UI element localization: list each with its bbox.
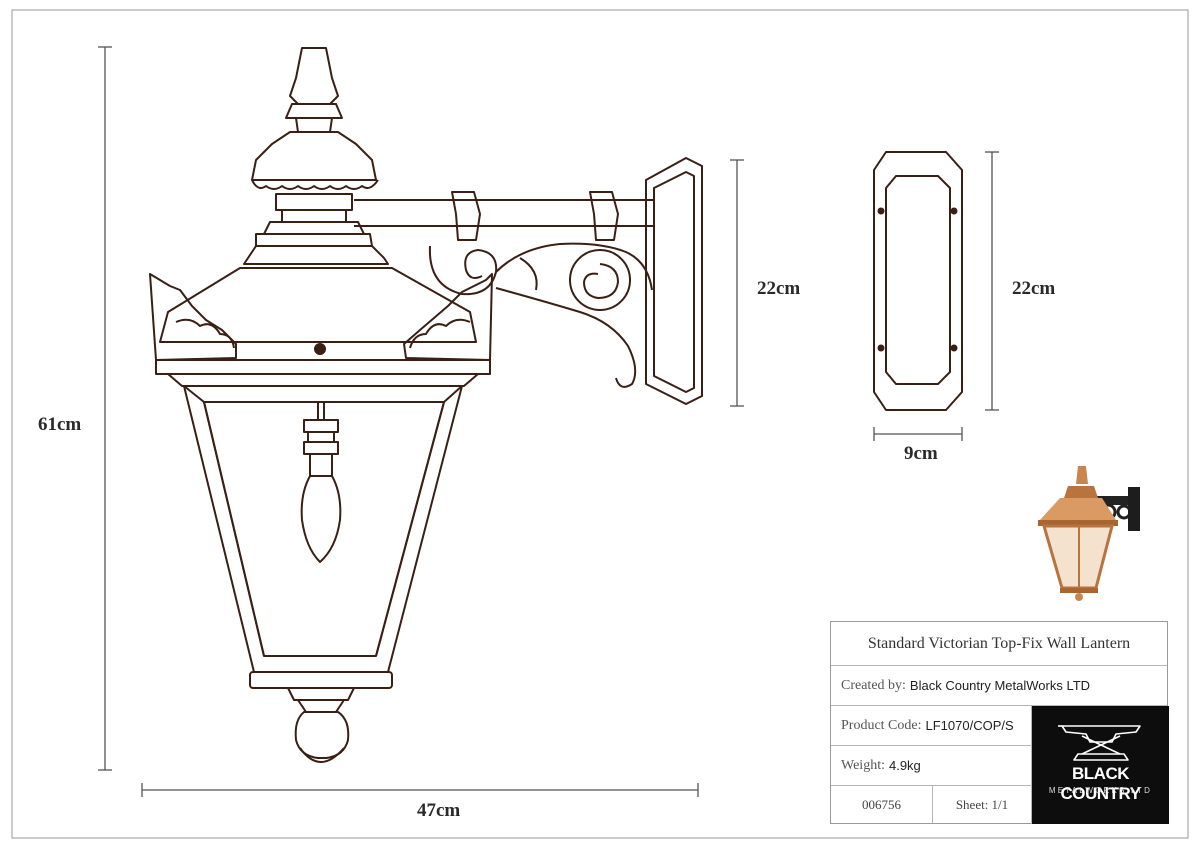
created-by-row: Created by: Black Country MetalWorks LTD <box>831 666 1167 706</box>
dimension-lines <box>98 46 999 797</box>
title-block: Standard Victorian Top-Fix Wall Lantern … <box>830 621 1169 824</box>
sheet-number: Sheet: 1/1 <box>955 796 1009 812</box>
bracket-height-dimension-label: 22cm <box>757 278 801 299</box>
plate-height-dimension-label: 22cm <box>1012 278 1056 299</box>
product-code-label: Product Code: <box>841 717 922 733</box>
logo-name: BLACK COUNTRY <box>1060 764 1141 803</box>
anvil-icon <box>1058 725 1141 761</box>
weight-row: Weight: 4.9kg <box>831 746 1031 786</box>
plate-width-dimension-label: 9cm <box>904 443 938 464</box>
product-code-value: LF1070/COP/S <box>925 718 1014 733</box>
reference-number: 006756 <box>831 786 933 823</box>
drawing-title: Standard Victorian Top-Fix Wall Lantern <box>831 622 1167 666</box>
weight-value: 4.9kg <box>888 758 921 773</box>
created-by-label: Created by: <box>841 677 906 693</box>
logo-subtitle: METALWORKS LTD <box>1048 786 1153 795</box>
lantern-drawing <box>149 47 703 763</box>
weight-label: Weight: <box>841 757 885 773</box>
width-dimension-label: 47cm <box>417 800 461 821</box>
wall-plate-drawing <box>873 151 963 411</box>
product-thumbnail-image <box>1038 466 1140 601</box>
height-dimension-label: 61cm <box>38 414 82 435</box>
product-code-row: Product Code: LF1070/COP/S <box>831 706 1031 746</box>
created-by-value: Black Country MetalWorks LTD <box>909 678 1091 693</box>
drawing-frame <box>11 9 1189 839</box>
company-logo: BLACK COUNTRY METALWORKS LTD <box>1031 706 1169 824</box>
